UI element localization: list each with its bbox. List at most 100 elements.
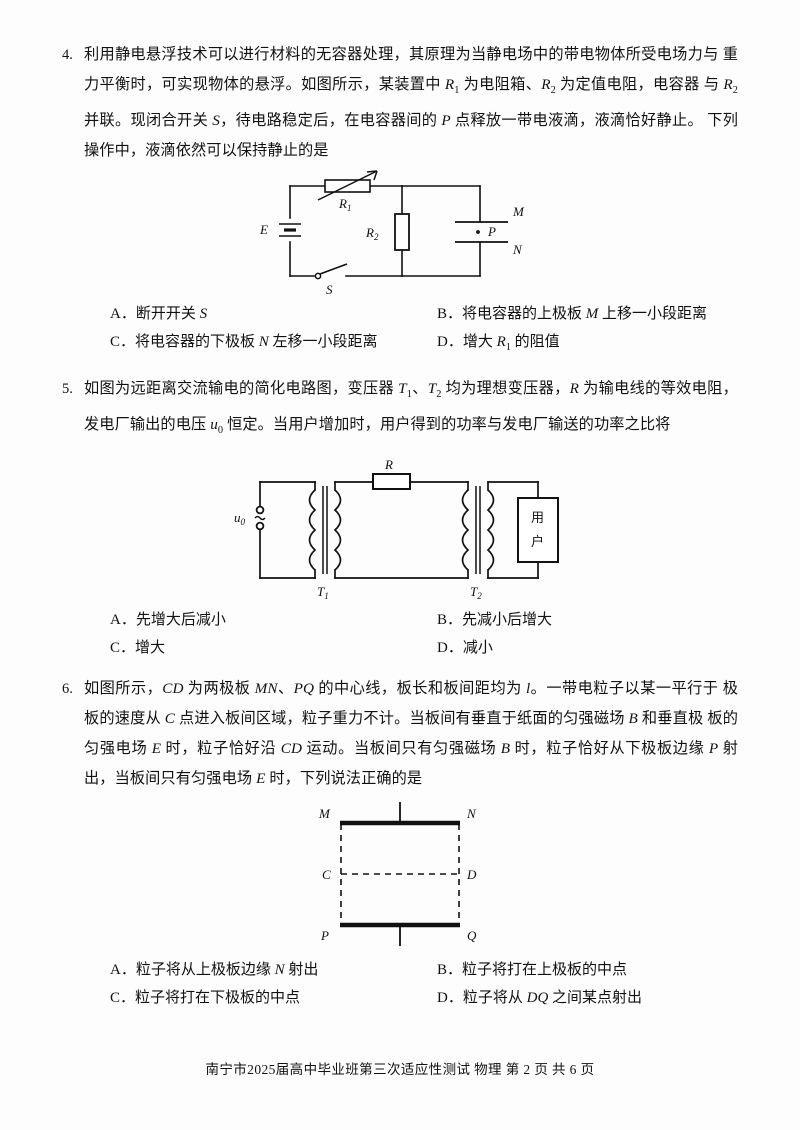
option-4-A[interactable]: A．断开开关 S (84, 300, 411, 328)
q4-stem-line1: 利用静电悬浮技术可以进行材料的无容器处理，其原理为当静电场中的带电物体所受电场力… (84, 46, 719, 63)
q4-stem-line3c: ，待电路稳定后，在电容器间的 (219, 112, 442, 130)
option-5-C[interactable]: C．增大 (84, 634, 411, 662)
q5-t2-sub: 2 (436, 389, 442, 401)
option-5-D-label: D． (437, 640, 463, 657)
transformer-t2-label: T2 (470, 584, 482, 600)
t1-primary-coil (308, 489, 317, 571)
option-6-D[interactable]: D．粒子将从 DQ 之间某点射出 (411, 984, 738, 1012)
option-4-C-symbol: N (258, 334, 269, 351)
question-4-stem: 利用静电悬浮技术可以进行材料的无容器处理，其原理为当静电场中的带电物体所受电场力… (84, 40, 738, 166)
rheostat-label: R1 (338, 196, 351, 213)
page-content: 4. 利用静电悬浮技术可以进行材料的无容器处理，其原理为当静电场中的带电物体所受… (62, 40, 738, 1014)
q4-stem-line3b: 并联。现闭合开关 (84, 112, 213, 130)
question-4-figure: E R1 R2 S (62, 166, 738, 298)
q6-stem-line3c: 运动。当板间只有匀强磁场 (302, 740, 501, 758)
option-4-D-text-b: 的阻值 (510, 334, 560, 351)
q4-p-symbol: P (441, 112, 451, 130)
t2-primary-coil (461, 489, 470, 571)
load-box (517, 497, 559, 564)
option-4-C[interactable]: C．将电容器的下极板 N 左移一小段距离 (84, 328, 411, 362)
question-5-figure: u0 R T1 T2 (62, 460, 738, 600)
option-6-B-text: 粒子将打在上极板的中点 (462, 962, 628, 979)
option-6-B-label: B． (437, 962, 463, 979)
question-4: 4. 利用静电悬浮技术可以进行材料的无容器处理，其原理为当静电场中的带电物体所受… (62, 40, 738, 362)
option-5-C-label: C． (110, 640, 136, 657)
switch-symbol (314, 263, 348, 280)
question-6-stem: 如图所示，CD 为两极板 MN、PQ 的中心线，板长和板间距均为 l。一带电粒子… (84, 674, 738, 794)
q5-u0-sub: 0 (217, 425, 224, 437)
option-6-D-text-a: 粒子将从 (462, 990, 527, 1007)
switch-label: S (326, 282, 333, 297)
q6-stem-line2c: 和垂直极 (637, 710, 704, 728)
option-4-B[interactable]: B．将电容器的上极板 M 上移一小段距离 (411, 300, 738, 328)
option-6-C[interactable]: C．粒子将打在下极板的中点 (84, 984, 411, 1012)
label-m: M (318, 806, 331, 821)
ac-source-symbol (254, 505, 266, 531)
plate-m-label: M (512, 204, 525, 219)
option-5-D-text: 减小 (462, 640, 493, 657)
q6-stem-line1a: 如图所示， (84, 680, 163, 698)
option-5-D[interactable]: D．减小 (411, 634, 738, 662)
q6-cd-symbol: CD (162, 680, 184, 698)
option-4-D[interactable]: D．增大 R1 的阻值 (411, 328, 738, 362)
option-5-C-text: 增大 (135, 640, 166, 657)
option-4-C-label: C． (110, 334, 136, 351)
q4-r1-symbol: R (444, 76, 455, 93)
point-p-dot (476, 230, 480, 234)
question-6: 6. 如图所示，CD 为两极板 MN、PQ 的中心线，板长和板间距均为 l。一带… (62, 674, 738, 1012)
label-p: P (320, 928, 329, 943)
parallel-plates-diagram: M N C D P Q (318, 802, 477, 947)
q6-stem-line1e: 。一带电粒子以某一平行于 (530, 680, 719, 698)
option-5-B-label: B． (437, 612, 463, 629)
option-6-A[interactable]: A．粒子将从上极板边缘 N 射出 (84, 956, 411, 984)
q6-stem-line2b: 点进入板间区域，粒子重力不计。当板间有垂直于纸面的匀强磁场 (175, 710, 629, 728)
source-label: u0 (234, 510, 246, 527)
battery-label: E (259, 222, 268, 237)
resistor-label: R2 (365, 225, 379, 242)
q5-stem-line2b: 恒定。当用户增加时，用户得到的功率与发电厂输送的功率之比将 (223, 416, 671, 434)
q6-stem-line1d: 的中心线，板长和板间距均为 (314, 680, 526, 698)
option-4-A-label: A． (110, 306, 136, 323)
q6-p-symbol: P (708, 740, 719, 758)
q6-stem-line4c: 时，下列说法正确的是 (265, 770, 423, 788)
question-4-options: A．断开开关 S B．将电容器的上极板 M 上移一小段距离 C．将电容器的下极板… (84, 300, 738, 362)
q6-l-symbol: l (526, 680, 531, 698)
question-5-number: 5. (62, 381, 73, 398)
t2-secondary-coil (486, 489, 495, 571)
option-5-A[interactable]: A．先增大后减小 (84, 606, 411, 634)
option-6-D-text-b: 之间某点射出 (548, 990, 643, 1007)
option-6-A-text-b: 射出 (284, 962, 319, 979)
option-4-A-symbol: S (199, 306, 208, 323)
option-6-B[interactable]: B．粒子将打在上极板的中点 (411, 956, 738, 984)
t1-secondary-coil (333, 489, 342, 571)
capacitor-symbol (455, 221, 508, 243)
q5-stem-line1c: 均为理想变压器， (441, 380, 570, 398)
q6-mn-symbol: MN (254, 680, 278, 698)
option-6-C-label: C． (110, 990, 136, 1007)
option-4-B-symbol: M (585, 306, 599, 323)
transformer-t1-symbol (308, 486, 342, 575)
question-5-options: A．先增大后减小 B．先减小后增大 C．增大 D．减小 (84, 606, 738, 662)
q4-r2-sub: 2 (550, 85, 556, 97)
q4-r1-sub: 1 (454, 85, 460, 97)
q6-stem-line1b: 为两极板 (183, 680, 255, 698)
q6-e-symbol: E (151, 740, 162, 758)
option-6-A-label: A． (110, 962, 136, 979)
q6-stem-line3a: 板的匀强电场 (84, 710, 738, 758)
question-6-figure: M N C D P Q (62, 800, 738, 950)
load-label-char2: 户 (531, 534, 544, 549)
q5-u0-symbol: u (210, 416, 218, 434)
label-n: N (466, 806, 477, 821)
option-4-B-text-b: 上移一小段距离 (598, 306, 708, 323)
q4-stem-line2a: 重力平衡时，可实现物体的悬浮。如图所示，某装置中 (84, 46, 738, 93)
q5-stem-line2a: 发电厂输出的电压 (84, 416, 211, 434)
q4-stem-line2b: 为电阻箱、 (459, 76, 542, 93)
question-6-options: A．粒子将从上极板边缘 N 射出 B．粒子将打在上极板的中点 C．粒子将打在下极… (84, 956, 738, 1012)
q6-stem-line1c: 、 (277, 680, 294, 698)
page-footer: 南宁市2025届高中毕业班第三次适应性测试 物理 第 2 页 共 6 页 (205, 1062, 595, 1077)
option-6-D-label: D． (437, 990, 463, 1007)
q4-r2b-sub: 2 (732, 85, 739, 97)
option-5-B[interactable]: B．先减小后增大 (411, 606, 738, 634)
question-4-number: 4. (62, 47, 73, 63)
